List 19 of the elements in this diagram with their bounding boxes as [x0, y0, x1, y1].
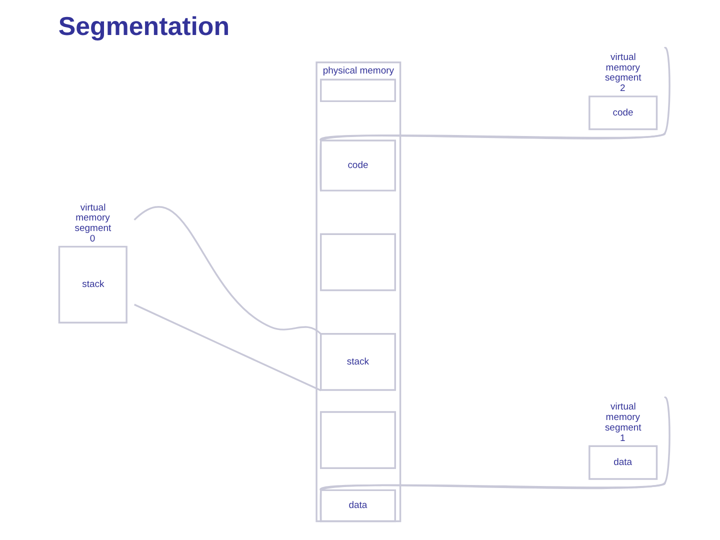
node-label: virtual memory segment 0	[74, 202, 111, 244]
node-box	[320, 411, 396, 470]
node-box: stack	[58, 246, 127, 324]
node-box: code	[320, 140, 396, 192]
connector	[320, 397, 670, 491]
diagram-title: Segmentation	[58, 13, 230, 42]
connector	[133, 206, 321, 335]
node-box: data	[320, 489, 396, 522]
node-box: data	[588, 445, 658, 480]
node-box: code	[588, 96, 658, 130]
node-label: virtual memory segment 1	[604, 402, 641, 444]
node-box	[320, 233, 396, 292]
node-box	[320, 78, 396, 102]
node-label: virtual memory segment 2	[604, 52, 641, 94]
connector	[319, 132, 665, 191]
node-box: stack	[320, 333, 396, 391]
connector	[133, 304, 321, 392]
connector	[319, 482, 665, 522]
connector	[320, 48, 670, 142]
